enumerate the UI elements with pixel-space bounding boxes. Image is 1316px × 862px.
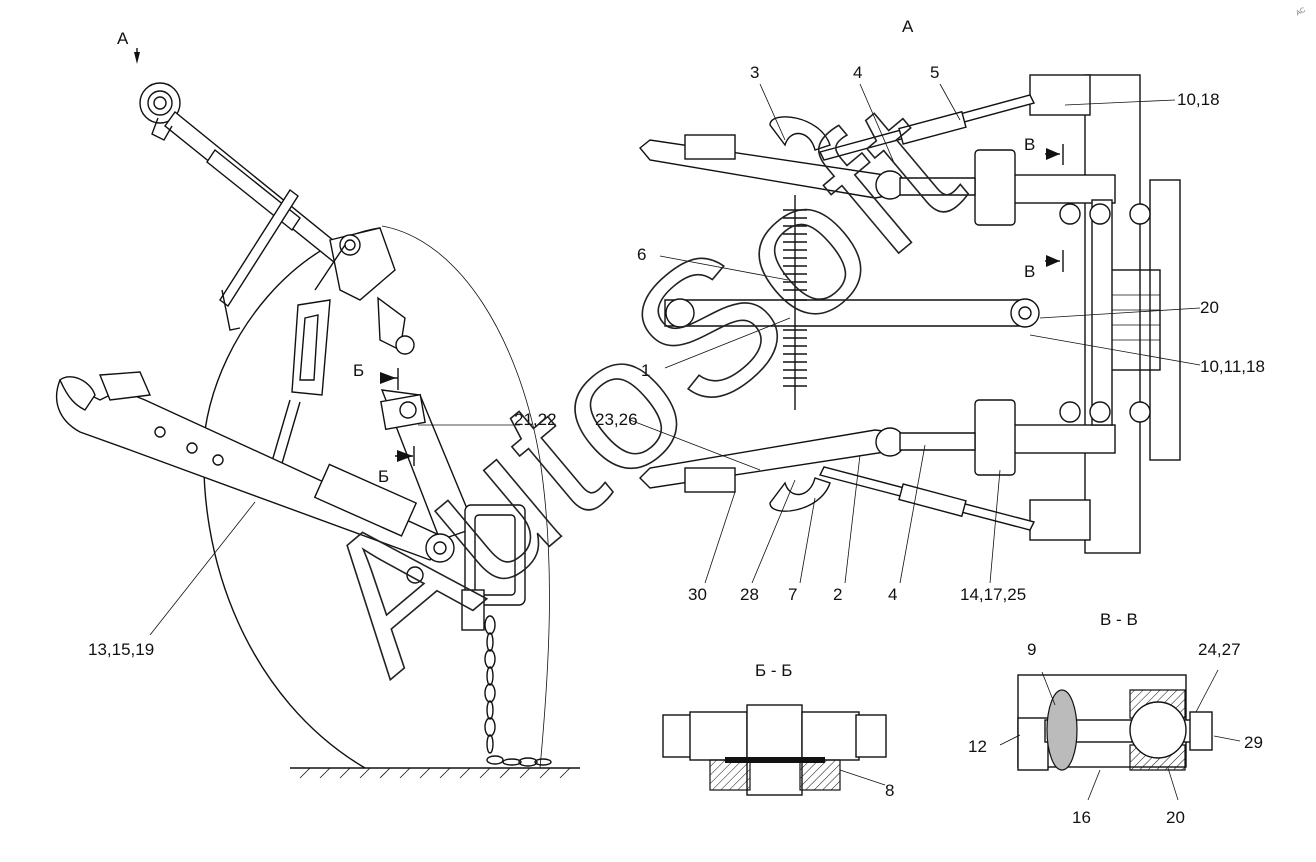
section-bb-title: Б - Б — [755, 661, 792, 680]
callout-2: 2 — [833, 585, 842, 604]
callout-8: 8 — [885, 781, 894, 800]
callout-29: 29 — [1244, 733, 1263, 752]
section-b-mark-top: Б — [353, 361, 364, 380]
callout-30: 30 — [688, 585, 707, 604]
side-view — [56, 48, 580, 779]
callout-20-top: 20 — [1200, 298, 1219, 317]
section-b-mark-bottom: Б — [378, 467, 389, 486]
watermark: AutoSoft — [279, 59, 1000, 712]
view-a-title: А — [902, 17, 914, 36]
callout-1: 1 — [641, 361, 650, 380]
callout-20-bottom: 20 — [1166, 808, 1185, 827]
callout-4-bottom: 4 — [888, 585, 897, 604]
callout-21-22: 21,22 — [514, 410, 557, 429]
callouts: 13,15,19 21,22 23,26 3 4 5 10,18 6 20 1 … — [88, 63, 1265, 827]
callout-14-17-25: 14,17,25 — [960, 585, 1026, 604]
section-v-v — [999, 669, 1241, 801]
callout-10-11-18: 10,11,18 — [1200, 357, 1265, 376]
section-b-b — [662, 704, 887, 796]
section-vv-title: В - В — [1100, 610, 1138, 629]
view-a-arrow-label: А — [117, 29, 129, 48]
corner-mark: АС — [1295, 7, 1307, 18]
callout-16: 16 — [1072, 808, 1091, 827]
watermark-text: AutoSoft — [280, 60, 999, 711]
callout-5: 5 — [930, 63, 939, 82]
section-v-mark-top: В — [1024, 135, 1035, 154]
callout-4-top: 4 — [853, 63, 862, 82]
callout-12: 12 — [968, 737, 987, 756]
callout-28: 28 — [740, 585, 759, 604]
view-a — [629, 74, 1201, 584]
callout-13-15-19: 13,15,19 — [88, 640, 154, 659]
section-v-mark-bottom: В — [1024, 262, 1035, 281]
callout-24-27: 24,27 — [1198, 640, 1241, 659]
callout-6: 6 — [637, 245, 646, 264]
view-labels: А А Б - Б В - В Б Б В В — [117, 17, 1138, 680]
callout-9: 9 — [1027, 640, 1036, 659]
callout-10-18: 10,18 — [1177, 90, 1220, 109]
callout-7: 7 — [788, 585, 797, 604]
callout-3: 3 — [750, 63, 759, 82]
callout-23-26: 23,26 — [595, 410, 638, 429]
